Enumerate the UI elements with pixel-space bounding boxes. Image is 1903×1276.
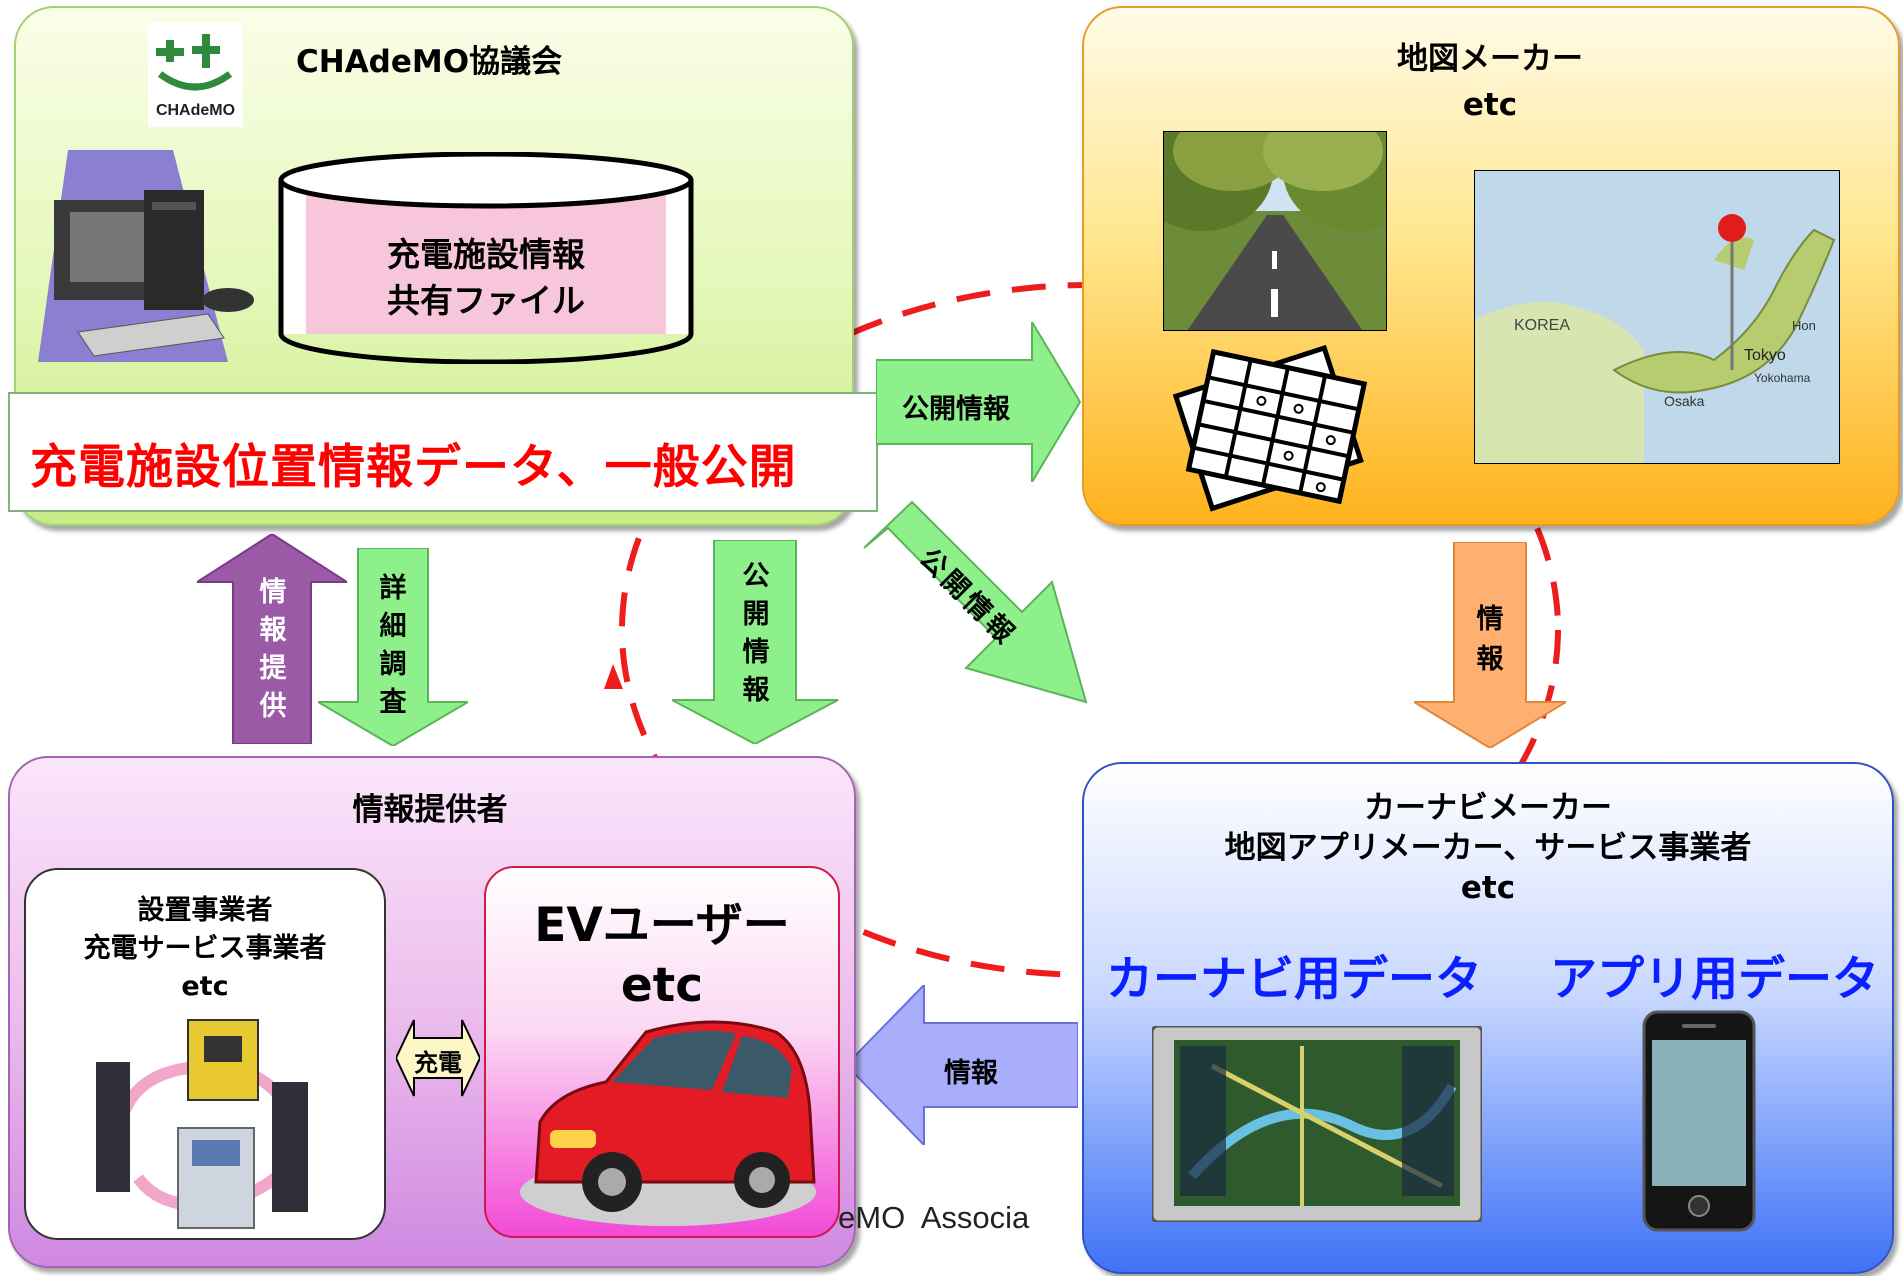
ev-car-icon (520, 1020, 816, 1226)
chademo-logo-text: CHAdeMO (155, 102, 236, 119)
car-navigation-icon (1152, 1026, 1482, 1222)
arrow-public-info-down-label: 公 開 情 報 (742, 561, 770, 706)
document-stack-icon (1172, 344, 1368, 512)
charge-double-arrow (396, 1019, 480, 1097)
navi-maker-title: カーナビメーカー 地図アプリメーカー、サービス事業者 etc (1224, 790, 1752, 906)
map-label-yokohama: Yokohama (1754, 371, 1811, 385)
footer-partial-text: eMO Associa (838, 1200, 1030, 1235)
arrow-info-down-orange (1414, 542, 1566, 748)
map-label-korea: KOREA (1514, 317, 1570, 334)
map-maker-title: 地図メーカー etc (1397, 41, 1583, 123)
database-label: 充電施設情報 共有ファイル (387, 235, 585, 320)
map-label-osaka: Osaka (1664, 393, 1705, 409)
charging-stations-photo (96, 1019, 308, 1229)
info-provider-title: 情報提供者 (352, 792, 508, 828)
arrow-public-info-right-label: 公開情報 (902, 394, 1010, 425)
ev-user-label: EVユーザー etc (534, 898, 790, 1013)
installer-label: 設置事業者 充電サービス事業者 etc (83, 895, 327, 1002)
charge-label: 充電 (414, 1049, 462, 1077)
arrow-detail-survey-down-label: 詳 細 調 査 (379, 573, 407, 718)
map-label-hon: Hon (1792, 318, 1816, 333)
map-pin-icon (1718, 214, 1746, 242)
smartphone-icon (1642, 1010, 1756, 1232)
map-photo: KOREA Tokyo Yokohama Osaka Hon (1474, 170, 1840, 464)
road-photo (1163, 131, 1387, 331)
publish-banner (8, 392, 878, 512)
arrow-public-info-right (876, 322, 1082, 482)
dashed-cycle-arrowhead (604, 664, 623, 689)
publish-banner-text: 充電施設位置情報データ、一般公開 (30, 440, 797, 495)
navi-data-label: カーナビ用データ (1106, 952, 1482, 1007)
computer-icon (38, 150, 254, 362)
arrow-info-provide-up-label: 情 報 提 供 (259, 577, 287, 722)
arrow-detail-survey-down (318, 548, 468, 746)
arrow-info-down-orange-label: 情 報 (1476, 604, 1504, 675)
chademo-logo-icon: CHAdeMO (148, 22, 243, 127)
chademo-title: CHAdeMO協議会 (296, 44, 563, 80)
arrow-info-provide-up (197, 534, 347, 744)
app-data-label: アプリ用データ (1550, 952, 1879, 1007)
arrow-public-info-down (672, 540, 839, 744)
arrow-info-left-blue-label: 情報 (944, 1058, 998, 1089)
arrow-public-info-diagonal (863, 500, 1088, 704)
database-cylinder-icon (278, 152, 694, 364)
arrow-info-left-blue (846, 985, 1078, 1145)
map-label-tokyo: Tokyo (1744, 347, 1786, 364)
